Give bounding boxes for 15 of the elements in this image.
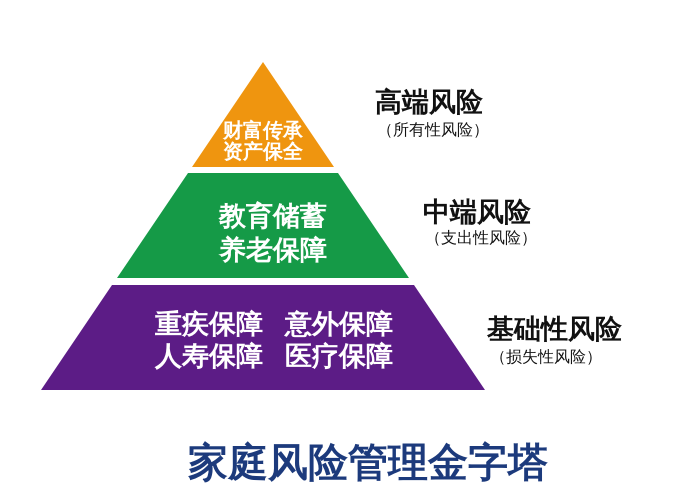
tier-text: 重疾保障 (155, 310, 263, 340)
tier-text: 意外保障 (285, 310, 393, 340)
tier-text: 教育储蓄 (219, 202, 327, 232)
risk-level-label: 基础性风险 (487, 315, 622, 345)
risk-type-note: （支出性风险） (425, 229, 537, 247)
risk-level-label: 中端风险 (423, 198, 531, 228)
risk-type-note: （所有性风险） (377, 121, 489, 139)
tier-text: 人寿保障 (155, 342, 263, 372)
tier-text: 养老保障 (219, 236, 327, 266)
diagram-title: 家庭风险管理金字塔 (188, 441, 548, 485)
tier-text: 财富传承 (223, 120, 303, 141)
risk-level-label: 高端风险 (375, 88, 483, 118)
tier-text: 资产保全 (223, 141, 303, 162)
tier-text: 医疗保障 (285, 342, 393, 372)
risk-type-note: （损失性风险） (490, 348, 602, 366)
